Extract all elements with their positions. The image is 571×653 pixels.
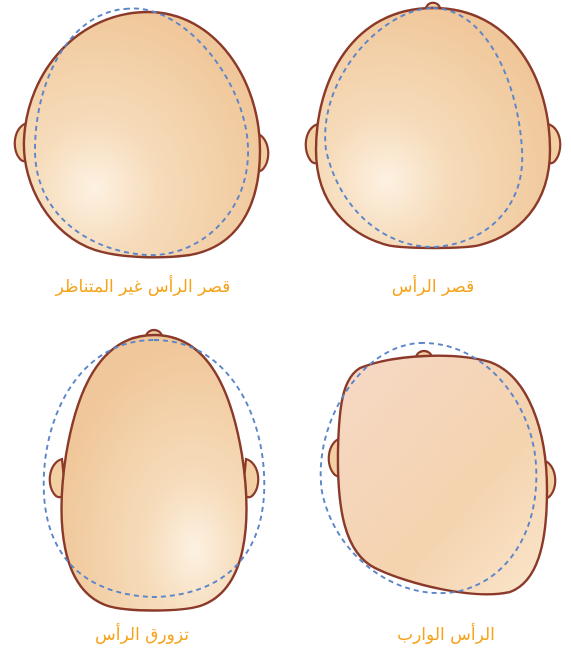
panel-scaphocephaly: تزورق الرأس	[44, 330, 265, 645]
head-outline-plagiocephaly	[338, 356, 547, 594]
panel-plagiocephaly: الرأس الوارب	[321, 343, 556, 645]
head-outline-brachycephaly	[316, 8, 550, 248]
caption-brachycephaly: قصر الرأس	[392, 275, 474, 297]
head-outline-scaphocephaly	[62, 335, 247, 611]
panel-brachycephaly: قصر الرأس	[306, 3, 561, 297]
caption-scaphocephaly: تزورق الرأس	[95, 623, 189, 645]
panel-asymmetric-brachycephaly: قصر الرأس غير المتناظر	[15, 8, 269, 297]
caption-plagiocephaly: الرأس الوارب	[397, 623, 495, 645]
caption-asymmetric-brachycephaly: قصر الرأس غير المتناظر	[55, 275, 231, 297]
